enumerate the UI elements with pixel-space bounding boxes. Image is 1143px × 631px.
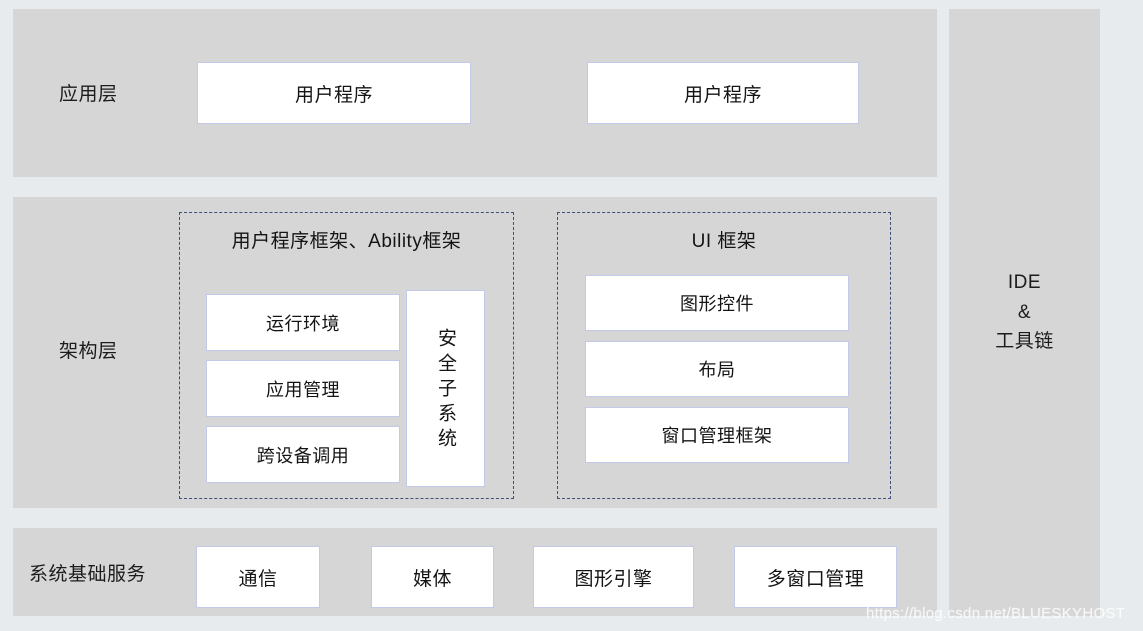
module-runtime-environment[interactable]: 运行环境 xyxy=(206,294,400,351)
service-box-multi-window-management[interactable]: 多窗口管理 xyxy=(734,546,897,608)
application-box-user-program-1[interactable]: 用户程序 xyxy=(197,62,471,124)
ide-label: IDE xyxy=(1007,272,1042,294)
group-app-ability-framework xyxy=(179,212,514,499)
application-box-user-program-2[interactable]: 用户程序 xyxy=(587,62,859,124)
ide-toolchain-text: IDE & 工具链 xyxy=(995,268,1054,356)
module-cross-device-invocation[interactable]: 跨设备调用 xyxy=(206,426,400,483)
group-ui-framework xyxy=(557,212,891,499)
architecture-layer-label: 架构层 xyxy=(59,341,118,362)
module-window-management-framework[interactable]: 窗口管理框架 xyxy=(585,407,849,463)
service-box-communication[interactable]: 通信 xyxy=(196,546,320,608)
ampersand-label: & xyxy=(1017,301,1032,323)
ide-toolchain-panel: IDE & 工具链 xyxy=(949,9,1100,616)
group-app-ability-framework-title: 用户程序框架、Ability框架 xyxy=(231,231,462,252)
module-layout[interactable]: 布局 xyxy=(585,341,849,397)
system-services-layer-label: 系统基础服务 xyxy=(29,564,147,585)
module-security-subsystem[interactable]: 安全子系统 xyxy=(406,290,485,487)
application-layer-label: 应用层 xyxy=(59,84,118,105)
service-box-media[interactable]: 媒体 xyxy=(371,546,494,608)
module-application-management[interactable]: 应用管理 xyxy=(206,360,400,417)
service-box-graphics-engine[interactable]: 图形引擎 xyxy=(533,546,694,608)
module-graphic-widgets[interactable]: 图形控件 xyxy=(585,275,849,331)
group-ui-framework-title: UI 框架 xyxy=(691,231,757,252)
toolchain-label: 工具链 xyxy=(995,331,1054,353)
